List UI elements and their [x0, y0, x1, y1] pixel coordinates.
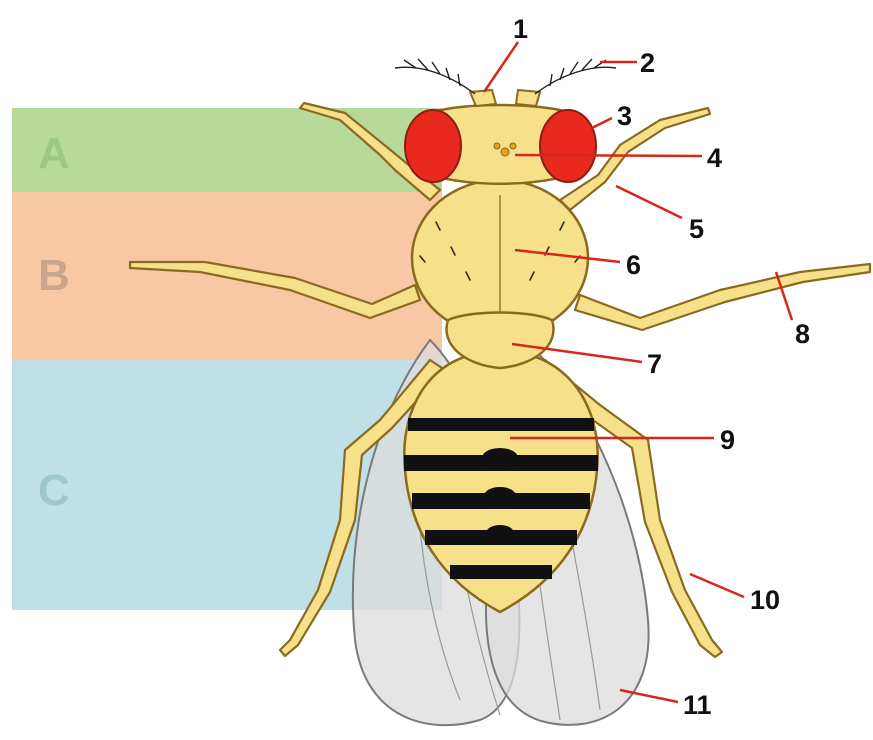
region-label-b: B — [38, 251, 70, 300]
callout-5: 5 — [689, 214, 704, 244]
callout-2: 2 — [640, 48, 655, 78]
callout-11: 11 — [683, 690, 712, 720]
callout-3: 3 — [617, 101, 632, 131]
callout-6: 6 — [626, 250, 641, 280]
ocelli — [501, 148, 509, 156]
head — [395, 59, 616, 184]
callout-9: 9 — [720, 425, 735, 455]
callout-1: 1 — [513, 14, 528, 44]
region-label-c: C — [38, 466, 70, 515]
region-label-a: A — [38, 129, 70, 178]
arista — [395, 59, 616, 94]
right-compound-eye — [540, 110, 596, 182]
callout-8: 8 — [795, 319, 810, 349]
left-compound-eye — [405, 110, 461, 182]
callout-4: 4 — [707, 143, 722, 173]
callout-7: 7 — [647, 349, 662, 379]
callout-10: 10 — [750, 585, 780, 615]
